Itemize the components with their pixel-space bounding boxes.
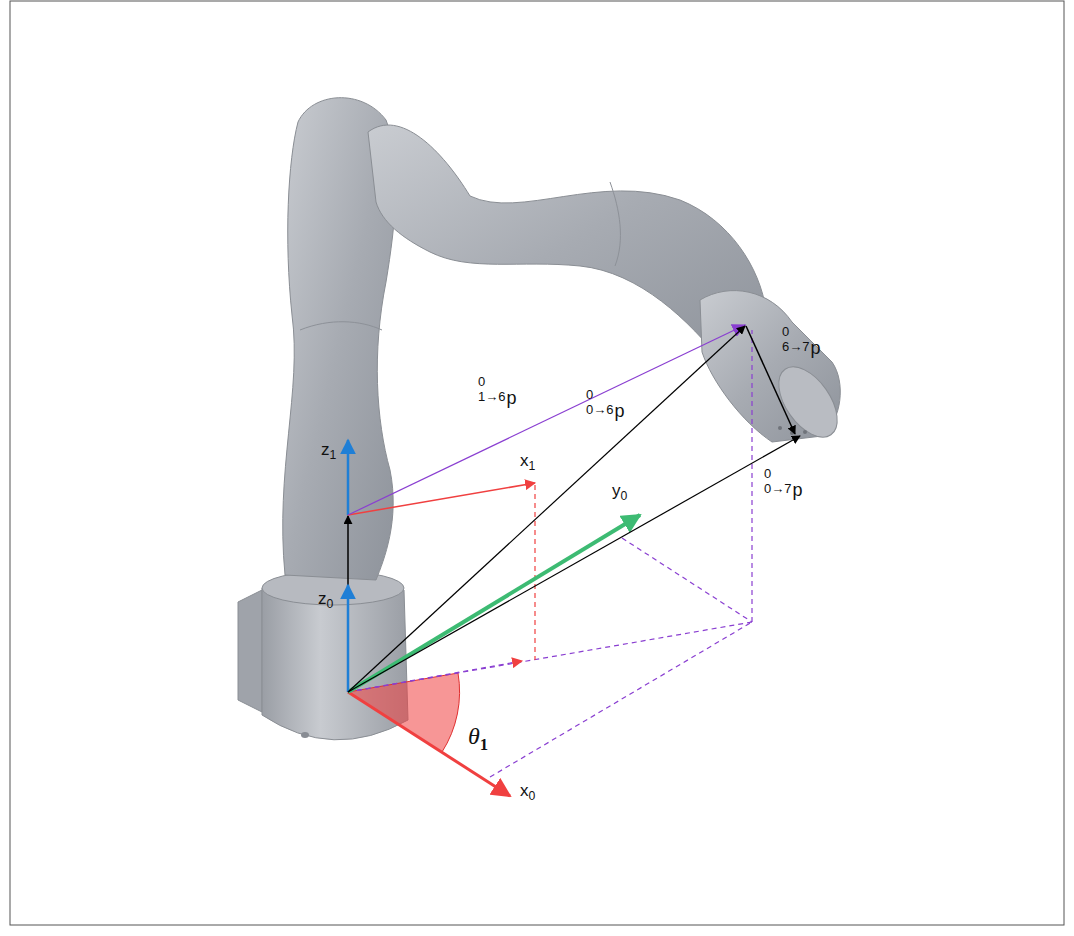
projection-line <box>622 538 752 622</box>
base-hole <box>301 732 309 738</box>
vector-overlay <box>348 325 800 796</box>
base-box <box>238 590 262 712</box>
vector-label: 0 1→6 p <box>478 372 516 405</box>
x1-axis <box>348 483 535 515</box>
flange-bolt <box>778 426 782 430</box>
y0-axis <box>348 515 640 692</box>
z0-axis <box>347 585 350 692</box>
projection-line <box>490 622 752 777</box>
axis-label: z0 <box>318 590 333 607</box>
arm-seam <box>300 322 382 330</box>
axis-label: x1 <box>520 452 535 469</box>
link-vector <box>347 516 349 692</box>
x1-drop-line <box>534 485 535 660</box>
robot-arm <box>238 98 849 740</box>
angle-sector <box>348 673 460 752</box>
vector-label: 0 0→7 p <box>764 464 802 497</box>
x0-axis <box>348 692 510 796</box>
projection-line <box>751 330 752 622</box>
arm-seam <box>610 182 620 266</box>
position-vector <box>348 436 800 692</box>
vector-label: 0 6→7 p <box>782 322 820 355</box>
frame <box>10 1 1064 925</box>
position-vector <box>348 325 745 515</box>
axis-label: z1 <box>321 441 336 458</box>
axis-label: x0 <box>520 782 535 799</box>
axis-label: y0 <box>612 482 627 499</box>
flange-bolt <box>803 430 807 434</box>
position-vector <box>348 326 745 692</box>
angle-label: θ1 <box>468 724 488 748</box>
z1-axis <box>347 440 350 515</box>
vector-label: 0 0→6 p <box>586 385 624 418</box>
flange <box>767 357 849 448</box>
